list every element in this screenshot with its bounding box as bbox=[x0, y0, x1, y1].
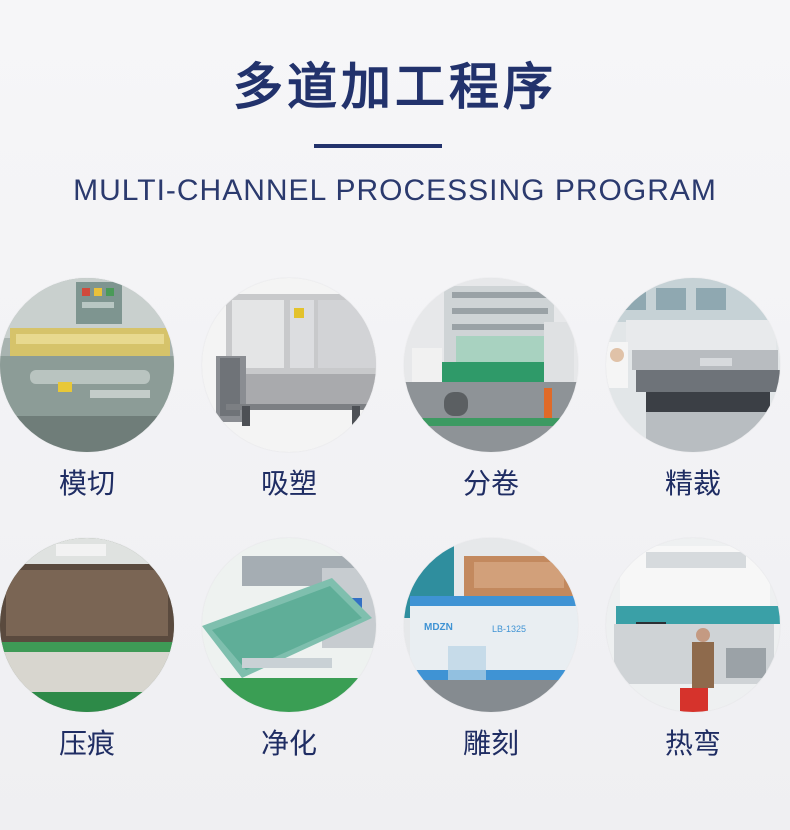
process-label: 模切 bbox=[58, 467, 115, 500]
process-label: 净化 bbox=[260, 727, 317, 760]
process-label: 雕刻 bbox=[462, 727, 519, 760]
title-underline bbox=[314, 144, 442, 148]
svg-text:MDZN: MDZN bbox=[424, 622, 453, 633]
creasing-machine-icon bbox=[0, 538, 174, 712]
engraving-photo: MDZN LB-1325 bbox=[404, 538, 578, 712]
svg-text:LB-1325: LB-1325 bbox=[492, 624, 526, 634]
cleaning-photo bbox=[202, 538, 376, 712]
vacuum-forming-machine-icon bbox=[202, 278, 376, 452]
process-label: 分卷 bbox=[462, 467, 519, 500]
process-label: 精裁 bbox=[664, 467, 721, 500]
process-label: 热弯 bbox=[664, 727, 721, 760]
precision-cutting-photo bbox=[606, 278, 780, 452]
vacuum-forming-photo bbox=[202, 278, 376, 452]
process-label: 压痕 bbox=[58, 727, 115, 760]
slitting-machine-icon bbox=[404, 278, 578, 452]
die-cutting-machine-icon bbox=[0, 278, 174, 452]
die-cutting-photo bbox=[0, 278, 174, 452]
page-title: 多道加工程序 bbox=[233, 58, 557, 116]
hot-bending-photo bbox=[606, 538, 780, 712]
hot-bending-machine-icon bbox=[606, 538, 780, 712]
cleaning-conveyor-icon bbox=[202, 538, 376, 712]
page-subtitle: MULTI-CHANNEL PROCESSING PROGRAM bbox=[73, 174, 717, 207]
creasing-photo bbox=[0, 538, 174, 712]
process-label: 吸塑 bbox=[260, 467, 317, 500]
engraving-machine-icon: MDZN LB-1325 bbox=[404, 538, 578, 712]
slitting-photo bbox=[404, 278, 578, 452]
precision-cutting-machine-icon bbox=[606, 278, 780, 452]
